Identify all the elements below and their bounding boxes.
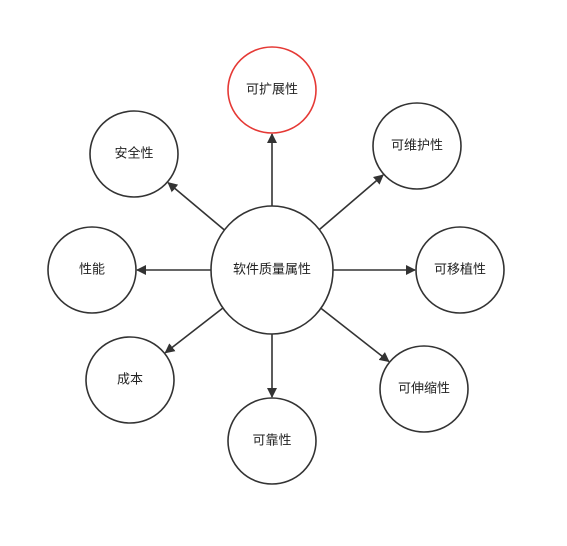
node-extensibility-circle	[227, 46, 317, 134]
node-performance: 性能	[47, 226, 137, 314]
node-reliability-circle	[227, 397, 317, 485]
node-maintainability-label: 可维护性	[391, 139, 443, 154]
node-reliability-label: 可靠性	[252, 434, 291, 449]
node-maintainability-circle	[372, 102, 462, 190]
node-scalability: 可伸缩性	[379, 345, 469, 433]
node-scalability-label: 可伸缩性	[398, 381, 450, 397]
central-node-circle	[210, 205, 334, 335]
node-cost: 成本	[85, 336, 175, 424]
arrow-to-scalability	[320, 307, 390, 363]
arrow-to-security	[167, 182, 225, 231]
edges-group	[136, 133, 416, 398]
node-performance-circle	[47, 226, 137, 314]
node-cost-circle	[85, 336, 175, 424]
node-cost-label: 成本	[117, 373, 143, 388]
node-extensibility-label: 可扩展性	[246, 83, 298, 98]
node-maintainability: 可维护性	[372, 102, 462, 190]
node-reliability: 可靠性	[227, 397, 317, 485]
node-performance-label: 性能	[79, 263, 105, 278]
node-security: 安全性	[89, 110, 179, 198]
node-portability-label: 可移植性	[434, 263, 486, 278]
node-security-label: 安全性	[114, 146, 153, 162]
node-portability-circle	[415, 226, 505, 314]
node-scalability-circle	[379, 345, 469, 433]
node-security-circle	[89, 110, 179, 198]
node-portability: 可移植性	[415, 226, 505, 314]
central-node: 软件质量属性	[210, 205, 334, 335]
central-node-label: 软件质量属性	[233, 263, 311, 278]
arrow-to-maintainability	[318, 174, 384, 231]
arrow-to-cost	[164, 307, 224, 354]
node-extensibility: 可扩展性	[227, 46, 317, 134]
